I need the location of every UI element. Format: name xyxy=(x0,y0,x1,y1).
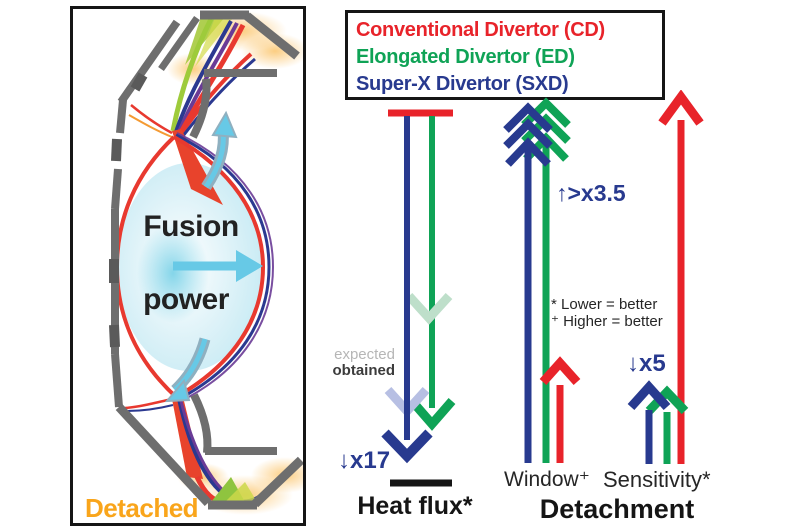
comparison-arrow-chart xyxy=(381,90,704,487)
heat-flux-ed-expected-chevron xyxy=(405,292,453,325)
tokamak-panel: Fusion power Detached xyxy=(70,6,306,526)
obtained-label: obtained xyxy=(332,362,396,379)
legend-item-cd: Conventional Divertor (CD) xyxy=(356,19,605,41)
heat-flux-sxd-arrowhead xyxy=(381,429,433,464)
fusion-power-arrow xyxy=(173,250,263,282)
detachment-window-arrows xyxy=(503,97,581,463)
note-lower-better: * Lower = better xyxy=(551,296,658,313)
heat-flux-ed-arrowhead xyxy=(408,398,456,431)
sensitivity-arrows xyxy=(627,90,704,464)
window-sxd-chevron2 xyxy=(503,118,553,149)
vessel-walls xyxy=(109,10,303,510)
detachment-label: Detachment xyxy=(539,494,695,524)
detached-status-label: Detached xyxy=(85,493,199,523)
note-higher-better: ⁺ Higher = better xyxy=(551,313,663,330)
window-cd-arrowhead xyxy=(539,356,581,386)
window-ed-chevron1 xyxy=(521,97,571,128)
window-ed-chevron2 xyxy=(521,113,571,144)
window-factor: ↑>x3.5 xyxy=(556,180,626,206)
sensitivity-ed-arrowhead xyxy=(645,385,689,415)
legend-item-ed: Elongated Divertor (ED) xyxy=(356,46,575,68)
lower-exhaust-arrow xyxy=(164,337,211,403)
sensitivity-label: Sensitivity* xyxy=(603,467,711,492)
window-label: Window⁺ xyxy=(504,468,590,491)
sensitivity-sxd-arrowhead xyxy=(627,380,671,411)
sensitivity-factor: ↓x5 xyxy=(627,350,666,377)
fusion-label-line2: power xyxy=(143,283,229,316)
window-sxd-arrowhead xyxy=(505,137,551,167)
tokamak-drawing xyxy=(109,10,303,515)
expected-label: expected xyxy=(334,346,395,363)
heat-flux-label: Heat flux* xyxy=(357,492,473,520)
legend-box: Conventional Divertor (CD) Elongated Div… xyxy=(345,10,665,100)
heat-flux-factor: ↓x17 xyxy=(338,447,391,474)
legend-item-sxd: Super-X Divertor (SXD) xyxy=(356,73,569,95)
power-flow-arrows xyxy=(164,110,263,403)
fusion-label-line1: Fusion xyxy=(143,210,239,243)
window-sxd-chevron1 xyxy=(503,102,553,133)
heat-flux-arrows xyxy=(381,109,456,487)
sensitivity-cd-arrowhead xyxy=(658,90,704,126)
upper-exhaust-arrow xyxy=(201,110,238,191)
